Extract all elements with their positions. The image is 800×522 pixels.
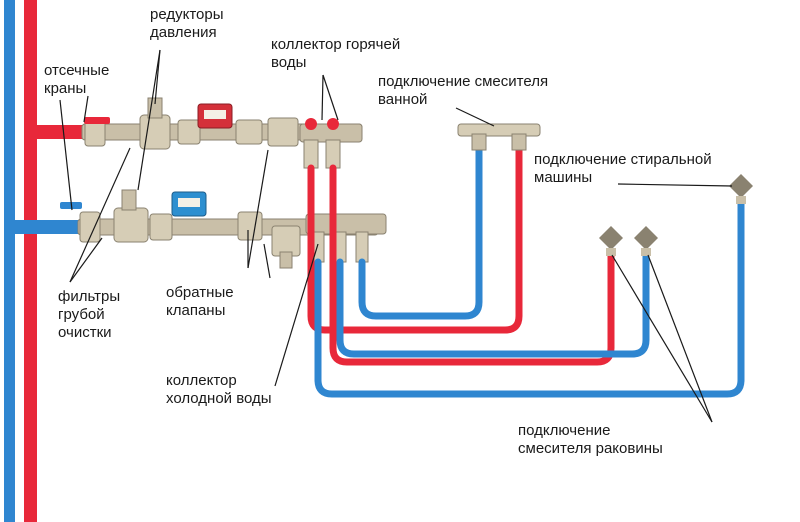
leader-lines (59, 49, 733, 423)
cold-water-collector (305, 213, 387, 263)
hot-riser-pipe (24, 0, 37, 522)
label-bath-mixer: подключение смесителя ванной (378, 73, 549, 108)
label-washing-machine: подключение стиральной машины (534, 151, 712, 186)
label-check-valves: обратные клапаны (166, 284, 234, 319)
label-coarse-filters: фильтры грубой очистки (58, 288, 121, 341)
cold-main-branch (4, 220, 80, 234)
hot-valve-handle (84, 117, 110, 124)
label-hot-collector: коллектор горячей воды (271, 36, 401, 71)
cold-main-line (77, 189, 379, 269)
hot-main-branch (24, 125, 84, 139)
hot-water-meter (197, 103, 233, 129)
sink-mixer-valves (599, 226, 658, 256)
label-shutoff-valves: отсечные краны (44, 62, 110, 97)
cold-distribution-pipes (314, 146, 745, 398)
cold-riser-pipe (4, 0, 15, 522)
label-cold-collector: коллектор холодной воды (166, 372, 272, 407)
cold-water-meter (171, 191, 207, 217)
hot-main-line (81, 97, 363, 150)
hot-water-collector (299, 118, 363, 169)
washing-machine-valve (729, 174, 753, 204)
label-sink-mixer: подключение смесителя раковины (518, 422, 663, 457)
label-pressure-reducers: редукторы давления (150, 6, 224, 41)
bath-mixer-fixture (457, 123, 541, 151)
